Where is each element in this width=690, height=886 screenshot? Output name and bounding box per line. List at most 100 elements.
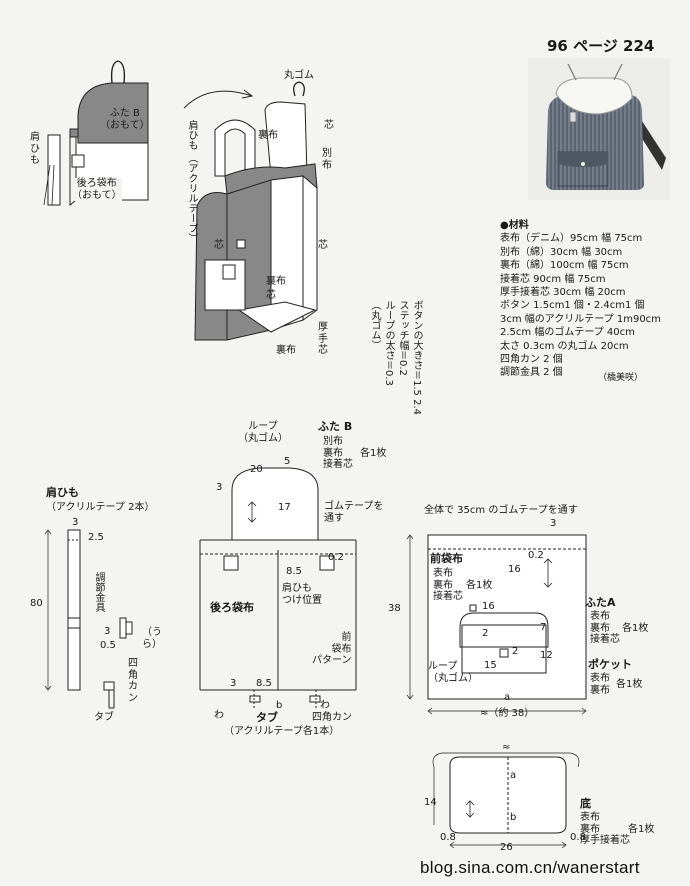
material-item: 別布（綿）30cm 幅 30cm (500, 246, 623, 258)
bottom-d08b: 0.8 (570, 832, 586, 843)
note-loop-thickness: ループの太さ＝0.3 (383, 300, 394, 386)
label-core2: 芯 (214, 240, 224, 251)
material-item: 接着芯 90cm 幅 75cm (500, 273, 606, 285)
back-b: b (276, 700, 283, 711)
strap-pattern-drawing (44, 529, 133, 709)
flap-a-title: ふたA (585, 596, 616, 609)
strap-dim-fold: 2.5 (88, 532, 104, 543)
material-item: 太さ 0.3cm の丸ゴム 20cm (500, 340, 629, 352)
flap-b-items: 別布 裏布 接着芯 (323, 436, 353, 470)
material-item: 調節金具 2 個 (500, 367, 563, 379)
front-d15: 15 (484, 660, 497, 671)
back-d20: 20 (250, 464, 263, 475)
back-ring: 四角カン (312, 712, 352, 723)
backpack-exploded-illustration (194, 81, 318, 341)
front-body-items: 表布 裏布 接着芯 (433, 568, 463, 602)
strap-title: 肩ひも (46, 486, 79, 499)
front-d38: 38 (388, 603, 401, 614)
back-d3: 3 (216, 482, 223, 493)
label-lining2: 裏布 (266, 276, 286, 287)
flap-a-each: 各1枚 (622, 623, 649, 634)
pocket-items: 表布 裏布 (590, 673, 610, 696)
bottom-items: 表布 裏布 厚手接着芯 (580, 812, 630, 846)
material-item: ボタン 1.5cm1 個・2.4cm1 個 (500, 300, 645, 312)
label-lining3: 裏布 (276, 345, 296, 356)
strap-tab: タブ (94, 712, 114, 723)
bottom-b: b (510, 812, 517, 823)
bottom-pattern-drawing (432, 752, 580, 849)
front-pattern-note: 前 袋布 パターン (312, 632, 352, 666)
back-loop-label: ループ （丸ゴム） (238, 421, 288, 444)
front-body-pattern-drawing (406, 534, 587, 715)
back-wa1: わ (214, 710, 224, 721)
curved-arrow-icon (183, 89, 254, 109)
label-shoulder-strap: 肩ひも （アクリルテープ） (186, 120, 197, 244)
front-d7: 7 (540, 622, 547, 633)
label-round-elastic: 丸ゴム (284, 70, 314, 81)
label-lining: 裏布 (258, 130, 278, 141)
back-body-title: 後ろ袋布 (210, 601, 254, 614)
label-core3: 芯 (318, 240, 328, 251)
note-button-size: ボタンの大きさ＝1.5 2.4 (411, 300, 422, 415)
note-round-elastic: （丸ゴム） (369, 300, 380, 350)
material-item: 厚手接着芯 30cm 幅 20cm (500, 287, 626, 299)
material-item: 2.5cm 幅のゴムテープ 40cm (500, 327, 635, 339)
front-d02: 0.2 (528, 550, 544, 561)
flap-b-each: 各1枚 (360, 448, 387, 459)
strap-d05: 0.5 (100, 640, 116, 651)
note-stitch-width: ステッチ幅＝0.2 (397, 300, 408, 376)
label-other-fabric: 別布 (322, 148, 332, 171)
material-item: 裏布（綿）100cm 幅 75cm (500, 260, 629, 272)
back-d02: 0.2 (328, 552, 344, 563)
blog-watermark: blog.sina.com.cn/wanerstart (420, 858, 640, 877)
backpack-photo-icon (528, 58, 670, 200)
label-thick-core: 厚手芯 (318, 322, 328, 356)
label-core4: 芯 (266, 290, 276, 301)
tab-title: タブ (256, 711, 278, 724)
strap-dim-width: 3 (72, 517, 79, 528)
strap-sub: （アクリルテープ 2本） (46, 502, 155, 513)
bottom-a: a (510, 770, 517, 781)
product-photo (528, 58, 670, 200)
front-body-each: 各1枚 (466, 580, 493, 591)
materials-title: ●材料 (500, 220, 529, 231)
label-core: 芯 (324, 120, 334, 131)
front-approx: ≈（約 38） (480, 708, 535, 719)
strap-label: 肩ひも (30, 132, 40, 166)
back-d85: 8.5 (286, 566, 302, 577)
flap-b-title: ふた B (318, 420, 353, 433)
back-d3b: 3 (230, 678, 237, 689)
strap-d3: 3 (104, 626, 111, 637)
front-d2: 2 (482, 628, 489, 639)
front-loop-label: ループ （丸ゴム） (428, 661, 478, 684)
strap-ring: 四角カン (128, 658, 138, 704)
flap-b-front-label: ふた B （おもて） (100, 108, 150, 131)
bottom-title: 底 (580, 797, 591, 810)
credit: （橋美咲） (598, 373, 644, 383)
back-body-pattern-drawing (199, 467, 357, 708)
strap-ura: （うら） (142, 627, 162, 650)
material-item: 表布（デニム）95cm 幅 75cm (500, 233, 643, 245)
flap-a-items: 表布 裏布 接着芯 (590, 611, 620, 645)
bottom-d26: 26 (500, 842, 513, 853)
front-d12: 12 (540, 650, 553, 661)
back-body-front-label: 後ろ袋布 （おもて） (72, 178, 122, 201)
back-wa2: わ (320, 700, 330, 711)
front-d2b: 2 (512, 646, 519, 657)
strap-adjuster: 調節金具 (93, 572, 104, 612)
front-d3: 3 (550, 518, 557, 529)
bottom-d08a: 0.8 (440, 832, 456, 843)
bottom-each: 各1枚 (628, 824, 655, 835)
page-reference: 96 ページ 224 (547, 37, 655, 55)
material-item: 3cm 幅のアクリルテープ 1m90cm (500, 313, 661, 325)
strap-position-label: 肩ひも つけ位置 (282, 583, 322, 606)
material-item: 四角カン 2 個 (500, 354, 563, 366)
materials-list: ●材料 表布（デニム）95cm 幅 75cm 別布（綿）30cm 幅 30cm … (500, 219, 661, 380)
bottom-approx: ≈ (502, 742, 511, 753)
front-a: a (504, 692, 511, 703)
pocket-each: 各1枚 (616, 679, 643, 690)
front-body-title: 前袋布 (430, 552, 463, 565)
back-d17: 17 (278, 502, 291, 513)
front-elastic-note: 全体で 35cm のゴムテープを通す (424, 505, 578, 516)
tab-sub: （アクリルテープ各1本） (224, 726, 340, 737)
